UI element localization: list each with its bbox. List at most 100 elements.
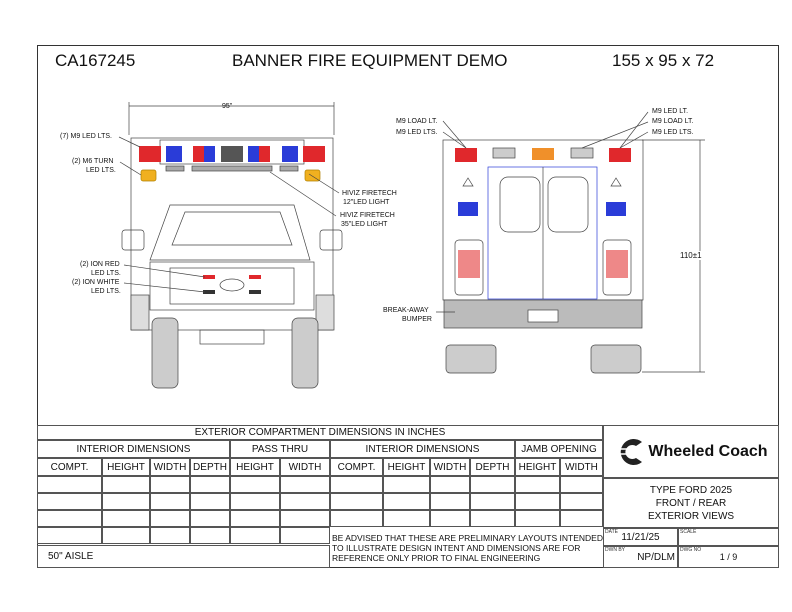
group-pass-thru: PASS THRU — [230, 440, 330, 458]
table-cell — [280, 493, 330, 510]
column-header: DEPTH — [470, 458, 515, 476]
callout-m9-led: (7) M9 LED LTS. — [60, 133, 112, 140]
description-line: TYPE FORD 2025 — [649, 484, 733, 496]
column-header: HEIGHT — [102, 458, 150, 476]
column-header: WIDTH — [280, 458, 330, 476]
description-line: EXTERIOR VIEWS — [647, 510, 735, 522]
wheeled-coach-logo-icon — [616, 438, 643, 465]
table-cell — [230, 510, 280, 527]
callout-m6-turn: (2) M6 TURN — [72, 158, 114, 165]
table-cell — [430, 510, 470, 527]
drawn-by-value: NP/DLM — [637, 551, 675, 563]
table-cell — [190, 510, 230, 527]
table-cell — [190, 476, 230, 493]
table-cell — [470, 510, 515, 527]
table-cell — [190, 493, 230, 510]
disclaimer-note: BE ADVISED THAT THESE ARE PRELIMINARY LA… — [332, 533, 603, 563]
table-cell — [280, 476, 330, 493]
drawn-by-label: DWN BY — [605, 547, 625, 553]
table-cell — [102, 476, 150, 493]
table-cell — [383, 510, 430, 527]
table-cell — [37, 510, 102, 527]
logo: Wheeled Coach — [603, 425, 779, 478]
table-cell — [280, 527, 330, 544]
scale-cell: SCALE — [678, 528, 779, 546]
callout-m9-led-lt: M9 LED LT. — [652, 108, 689, 115]
callout-m9-load: M9 LOAD LT. — [396, 118, 438, 125]
table-cell — [330, 476, 383, 493]
table-cell — [330, 493, 383, 510]
drawing-title: BANNER FIRE EQUIPMENT DEMO — [232, 51, 508, 70]
table-cell — [470, 493, 515, 510]
table-cell — [230, 493, 280, 510]
aisle-note: 50" AISLE — [37, 545, 330, 568]
table-cell — [150, 493, 190, 510]
table-title: EXTERIOR COMPARTMENT DIMENSIONS IN INCHE… — [37, 425, 603, 440]
column-header: DEPTH — [190, 458, 230, 476]
table-cell — [230, 527, 280, 544]
table-cell — [560, 476, 603, 493]
callout-hiviz-35: HIVIZ FIRETECH — [340, 212, 395, 219]
date-label: DATE — [605, 529, 618, 535]
scale-label: SCALE — [680, 529, 697, 535]
callout-hiviz-12: HIVIZ FIRETECH — [342, 190, 397, 197]
callout-bumper: BUMPER — [402, 316, 432, 323]
table-cell — [430, 476, 470, 493]
height-dimension: 110±1 — [680, 251, 702, 260]
table-cell — [150, 527, 190, 544]
callout-m9-load-2: M9 LOAD LT. — [652, 118, 694, 125]
date-value: 11/21/25 — [621, 531, 660, 543]
callout-ion-red: (2) ION RED — [80, 261, 120, 268]
drawing-description: TYPE FORD 2025 FRONT / REAR EXTERIOR VIE… — [603, 478, 779, 528]
m9-light — [139, 146, 161, 162]
table-cell — [230, 476, 280, 493]
table-cell — [150, 476, 190, 493]
table-cell — [515, 493, 560, 510]
column-header: WIDTH — [150, 458, 190, 476]
group-interior-2: INTERIOR DIMENSIONS — [330, 440, 515, 458]
job-number: CA167245 — [55, 51, 136, 70]
dwg-no-value: 1 / 9 — [719, 552, 738, 562]
callout-m9-led-lts-2: M9 LED LTS. — [652, 129, 694, 136]
logo-text: Wheeled Coach — [648, 442, 768, 460]
table-cell — [430, 493, 470, 510]
column-header: COMPT. — [330, 458, 383, 476]
column-header: HEIGHT — [230, 458, 280, 476]
table-cell — [330, 510, 383, 527]
table-cell — [383, 493, 430, 510]
table-cell — [150, 510, 190, 527]
table-cell — [383, 476, 430, 493]
dwg-no-cell: DWG NO 1 / 9 — [678, 546, 779, 568]
column-header: HEIGHT — [383, 458, 430, 476]
group-jamb-opening: JAMB OPENING — [515, 440, 603, 458]
description-line: FRONT / REAR — [655, 497, 727, 509]
callout-ion-red-2: LED LTS. — [91, 270, 121, 277]
column-header: COMPT. — [37, 458, 102, 476]
callout-hiviz-12-2: 12"LED LIGHT — [343, 199, 390, 206]
drawing-frame — [37, 45, 779, 568]
overall-dimensions: 155 x 95 x 72 — [612, 51, 715, 70]
column-header: HEIGHT — [515, 458, 560, 476]
callout-m9-led-lts: M9 LED LTS. — [396, 129, 438, 136]
callout-hiviz-35-2: 35"LED LIGHT — [341, 221, 388, 228]
table-cell — [102, 527, 150, 544]
table-cell — [515, 476, 560, 493]
table-cell — [102, 510, 150, 527]
dwg-no-label: DWG NO — [680, 547, 702, 553]
table-cell — [280, 510, 330, 527]
callout-ion-white: (2) ION WHITE — [72, 279, 120, 286]
width-dimension: 95" — [222, 103, 233, 110]
table-cell — [102, 493, 150, 510]
table-cell — [515, 510, 560, 527]
group-interior-1: INTERIOR DIMENSIONS — [37, 440, 230, 458]
table-cell — [560, 510, 603, 527]
callout-ion-white-2: LED LTS. — [91, 288, 121, 295]
table-cell — [470, 476, 515, 493]
drawn-by-cell: DWN BY NP/DLM — [603, 546, 678, 568]
column-header: WIDTH — [560, 458, 603, 476]
column-header: WIDTH — [430, 458, 470, 476]
table-cell — [37, 527, 102, 544]
table-cell — [37, 493, 102, 510]
callout-m6-turn-2: LED LTS. — [86, 167, 116, 174]
